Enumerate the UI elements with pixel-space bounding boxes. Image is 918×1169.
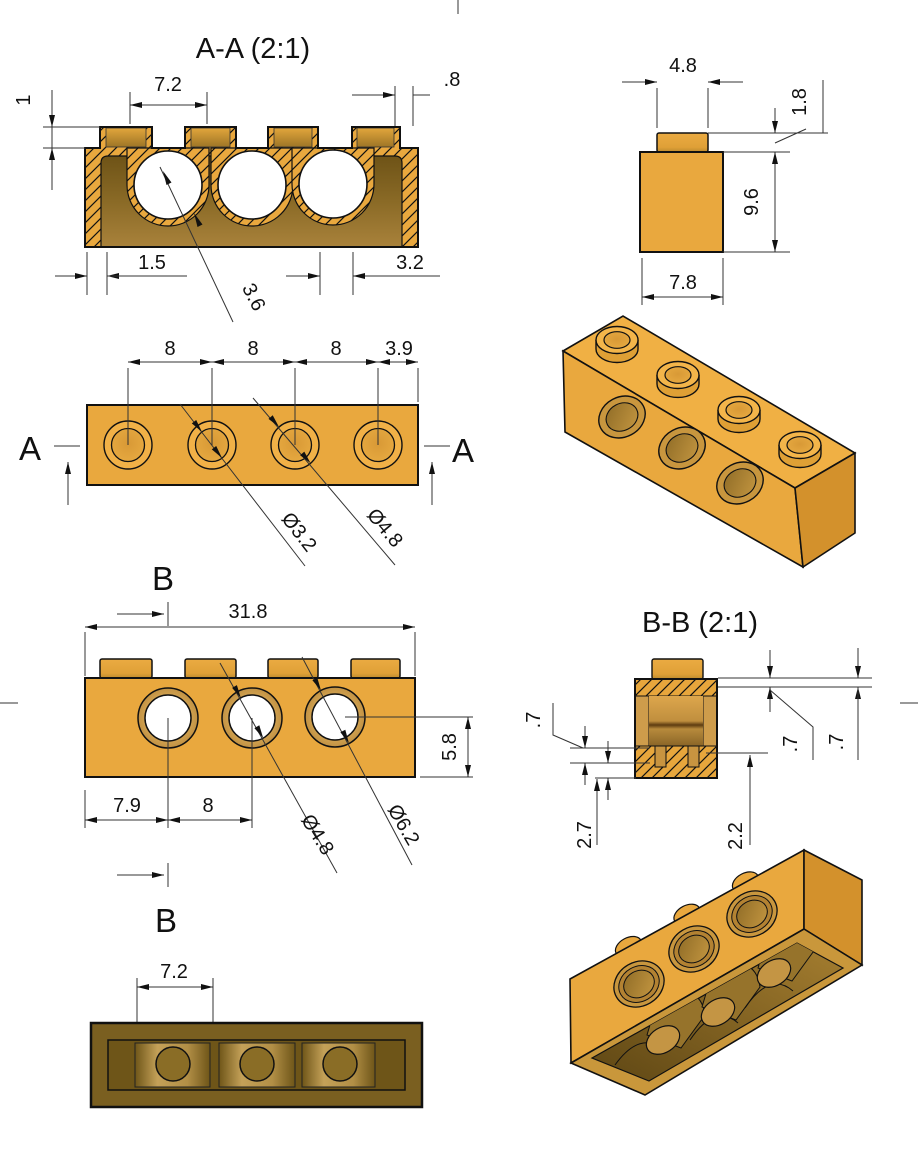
section-label-b: B (155, 902, 177, 939)
bb-dims-right: .7 .7 (718, 648, 872, 760)
side-body (639, 151, 724, 253)
dim-text: 2.2 (725, 822, 747, 850)
aa-hole (298, 149, 368, 219)
section-bb-title: B-B (2:1) (642, 607, 758, 639)
dim-text: .7 (826, 734, 848, 751)
bb-outline (634, 678, 718, 779)
iso-studs (595, 325, 822, 469)
bottom-tube-circles (155, 1046, 358, 1082)
dim-text: 4.8 (669, 55, 697, 77)
dim-text: 3.2 (396, 252, 424, 274)
section-label-a: A (452, 432, 474, 469)
section-marker-b-bottom: B (117, 863, 177, 939)
dim-text: 8 (164, 338, 175, 360)
bb-notch (654, 745, 667, 768)
dim-text: 8 (330, 338, 341, 360)
dim-text: .8 (444, 69, 461, 91)
dim-text: 1 (13, 94, 35, 105)
bb-side-wall (702, 695, 718, 747)
view-iso-bottom (569, 848, 864, 1096)
dim-text: 5.8 (439, 733, 461, 761)
aa-dim-1-5: 1.5 (55, 252, 187, 295)
dim-text: 2.7 (574, 821, 596, 849)
aa-outline (84, 126, 419, 248)
bb-side-wall (634, 695, 650, 747)
aa-dim-1: 1 (13, 90, 100, 190)
sheet-center-marks (0, 0, 918, 704)
front-dim-31-8: 31.8 (84, 601, 416, 676)
front-dims-bottom: 7.9 8 (84, 718, 253, 828)
iso-front-holes (598, 395, 764, 505)
section-label-b: B (152, 560, 174, 597)
section-aa-title: A-A (2:1) (196, 33, 310, 65)
aa-stud-hollow (356, 127, 395, 148)
section-marker-a-left: A (19, 430, 80, 505)
aa-dim-7-2: 7.2 (129, 74, 208, 124)
bottom-dim-7-2: 7.2 (136, 961, 214, 1028)
dim-text: 7.9 (113, 795, 141, 817)
view-section-aa: A-A (2:1) 7.2 .8 (13, 33, 460, 323)
side-stud (656, 132, 709, 153)
view-side: 4.8 1.8 9.6 7.8 (622, 55, 828, 305)
bb-stud (651, 658, 704, 680)
bb-notch (687, 745, 700, 768)
dim-text: Ø4.8 (362, 504, 407, 551)
section-marker-a-right: A (424, 432, 474, 505)
dim-text: 7.2 (154, 74, 182, 96)
dim-text: 1.5 (138, 252, 166, 274)
iso-end-face (794, 451, 856, 569)
view-front: B 31.8 5.8 7.9 (84, 560, 473, 939)
bb-bottom-wall-hatch (635, 746, 717, 778)
dim-text: 3.9 (385, 338, 413, 360)
bb-dims-left: .7 (523, 703, 650, 800)
dim-text: Ø4.8 (296, 811, 338, 859)
dim-text: 8 (247, 338, 258, 360)
front-dim-5-8: 5.8 (345, 716, 473, 778)
dim-text: 3.6 (237, 280, 269, 315)
top-dims-pitch: 8 8 8 3.9 (127, 338, 419, 445)
view-bottom: 7.2 (89, 961, 424, 1109)
bb-interior (649, 696, 703, 746)
dim-text: 9.6 (741, 188, 763, 216)
dim-text: 8 (202, 795, 213, 817)
section-label-a: A (19, 430, 41, 467)
side-dim-4-8: 4.8 (622, 55, 743, 128)
view-iso-top (561, 315, 857, 569)
dim-text: .7 (523, 712, 545, 729)
bb-dim-2-7: 2.7 (574, 779, 600, 849)
section-marker-b-top: B (117, 560, 174, 626)
dim-text: 1.8 (789, 88, 811, 116)
dim-text: 7.2 (160, 961, 188, 983)
iso-bottom-holes (613, 890, 778, 1008)
aa-dim-0-8: .8 (352, 69, 460, 126)
aa-dim-3-2: 3.2 (286, 252, 440, 295)
bb-top-wall-hatch (635, 679, 717, 696)
side-dim-9-6: 9.6 (723, 152, 790, 253)
aa-stud-hollow (273, 127, 313, 148)
dim-text: 31.8 (229, 601, 268, 623)
side-dim-7-8: 7.8 (641, 258, 724, 305)
dim-text: .7 (780, 736, 802, 753)
dim-text: Ø3.2 (277, 508, 321, 556)
bb-dim-2-2: 2.2 (706, 752, 768, 850)
view-top: 8 8 8 3.9 A A Ø3.2 Ø4.8 (19, 338, 474, 567)
dim-text: 7.8 (669, 272, 697, 294)
side-dim-1-8: 1.8 (708, 80, 828, 153)
aa-stud-hollow (105, 127, 147, 148)
dim-text: Ø6.2 (383, 801, 424, 850)
aa-stud-hollow (190, 127, 231, 148)
aa-hole (217, 150, 287, 220)
view-section-bb: B-B (2:1) .7 .7 .7 2.7 (523, 607, 872, 850)
front-studs (99, 658, 401, 679)
